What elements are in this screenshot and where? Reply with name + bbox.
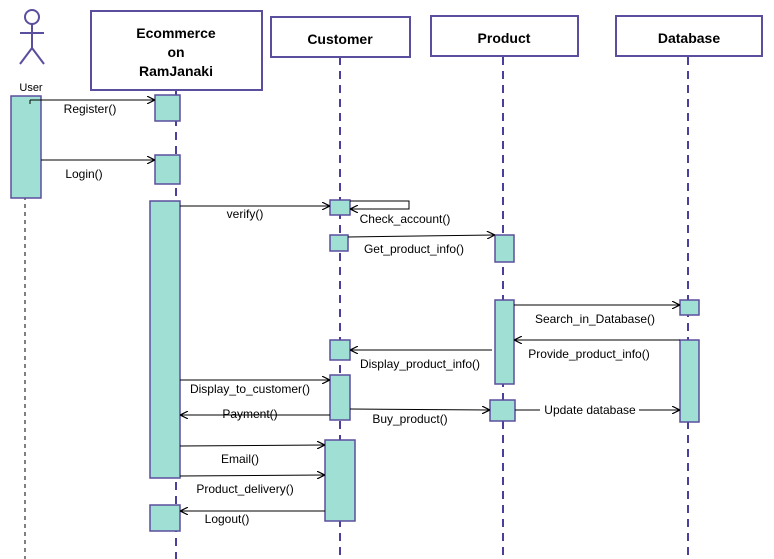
ecommerce-activation-logout xyxy=(149,504,181,532)
participant-customer: Customer xyxy=(270,16,411,58)
ecommerce-title-line-2: on xyxy=(167,44,184,60)
customer-activation-display xyxy=(329,339,351,361)
customer-activation-email xyxy=(324,439,356,522)
participant-database: Database xyxy=(615,15,763,57)
ecommerce-activation-login xyxy=(154,154,181,185)
update-database-label: Update database xyxy=(544,403,636,417)
activations xyxy=(10,94,700,532)
ecommerce-title-line-3: RamJanaki xyxy=(139,63,213,79)
customer-activation-getinfo xyxy=(329,234,349,252)
customer-title: Customer xyxy=(307,31,373,47)
product-activation-search xyxy=(494,299,515,385)
buy-product-arrow xyxy=(349,409,489,410)
ecommerce-activation-main xyxy=(149,200,181,479)
email-arrow xyxy=(179,445,324,446)
lifelines xyxy=(24,57,689,559)
check-account-label: Check_account() xyxy=(360,212,451,226)
get-product-info-label: Get_product_info() xyxy=(364,242,464,256)
buy-product-label: Buy_product() xyxy=(372,412,447,426)
search-in-database-label: Search_in_Database() xyxy=(535,312,655,326)
display-to-customer-label: Display_to_customer() xyxy=(190,382,310,396)
get-product-info-arrow xyxy=(347,235,494,237)
ecommerce-title-line-1: Ecommerce xyxy=(136,25,216,41)
check-account-arrow xyxy=(350,200,410,209)
customer-activation-verify xyxy=(329,199,351,216)
login-label: Login() xyxy=(65,167,102,181)
database-activation-search xyxy=(679,299,700,316)
actor-head xyxy=(24,9,40,25)
provide-product-info-label: Provide_product_info() xyxy=(528,347,649,361)
product-delivery-label: Product_delivery() xyxy=(196,482,293,496)
actor-label: User xyxy=(19,82,43,94)
register-label: Register() xyxy=(64,102,117,116)
logout-label: Logout() xyxy=(205,512,250,526)
participant-product: Product xyxy=(430,15,579,57)
ecommerce-activation-register xyxy=(154,94,181,122)
product-activation-buy xyxy=(489,399,516,422)
verify-label: verify() xyxy=(227,207,264,221)
payment-label: Payment() xyxy=(222,407,277,421)
participant-ecommerce: Ecommerce on RamJanaki xyxy=(90,10,263,91)
user-actor: User xyxy=(19,9,45,94)
messages xyxy=(29,100,680,511)
email-label: Email() xyxy=(221,452,259,466)
display-product-info-label: Display_product_info() xyxy=(360,357,480,371)
user-activation xyxy=(10,95,42,199)
product-delivery-arrow xyxy=(179,475,324,476)
database-title: Database xyxy=(658,30,720,46)
message-labels: Register() Login() verify() Check_accoun… xyxy=(64,102,655,526)
product-title: Product xyxy=(478,30,531,46)
customer-activation-buy xyxy=(329,374,351,421)
database-activation-provide xyxy=(679,339,700,423)
product-activation-getinfo xyxy=(494,234,515,263)
